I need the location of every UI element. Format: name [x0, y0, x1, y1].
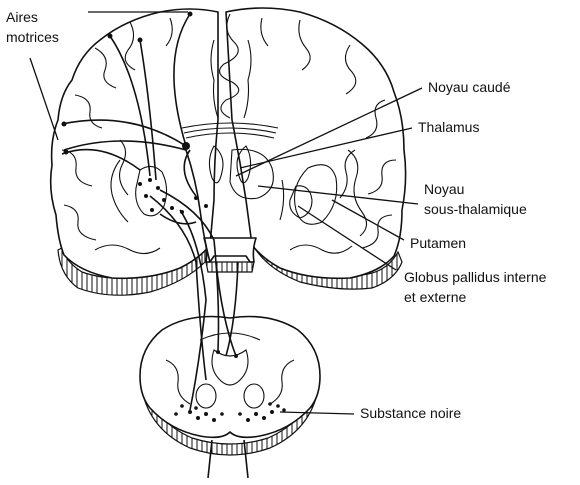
leader-aires-motrices — [30, 58, 58, 140]
label-aires-motrices-1: Aires — [6, 9, 38, 25]
label-globus-pallidus-2: et externe — [404, 289, 466, 305]
label-putamen: Putamen — [410, 235, 466, 251]
diencephalon-stem — [204, 238, 256, 262]
label-noyau-sous-thalamique-2: sous-thalamique — [424, 201, 527, 217]
label-thalamus: Thalamus — [418, 119, 479, 135]
label-noyau-sous-thalamique-1: Noyau — [424, 181, 464, 197]
label-globus-pallidus-1: Globus pallidus interne — [404, 269, 547, 285]
label-substance-noire: Substance noire — [360, 405, 461, 421]
midbrain-outline — [140, 317, 320, 438]
label-noyau-caude: Noyau caudé — [428, 79, 511, 95]
label-aires-motrices-2: motrices — [6, 29, 59, 45]
